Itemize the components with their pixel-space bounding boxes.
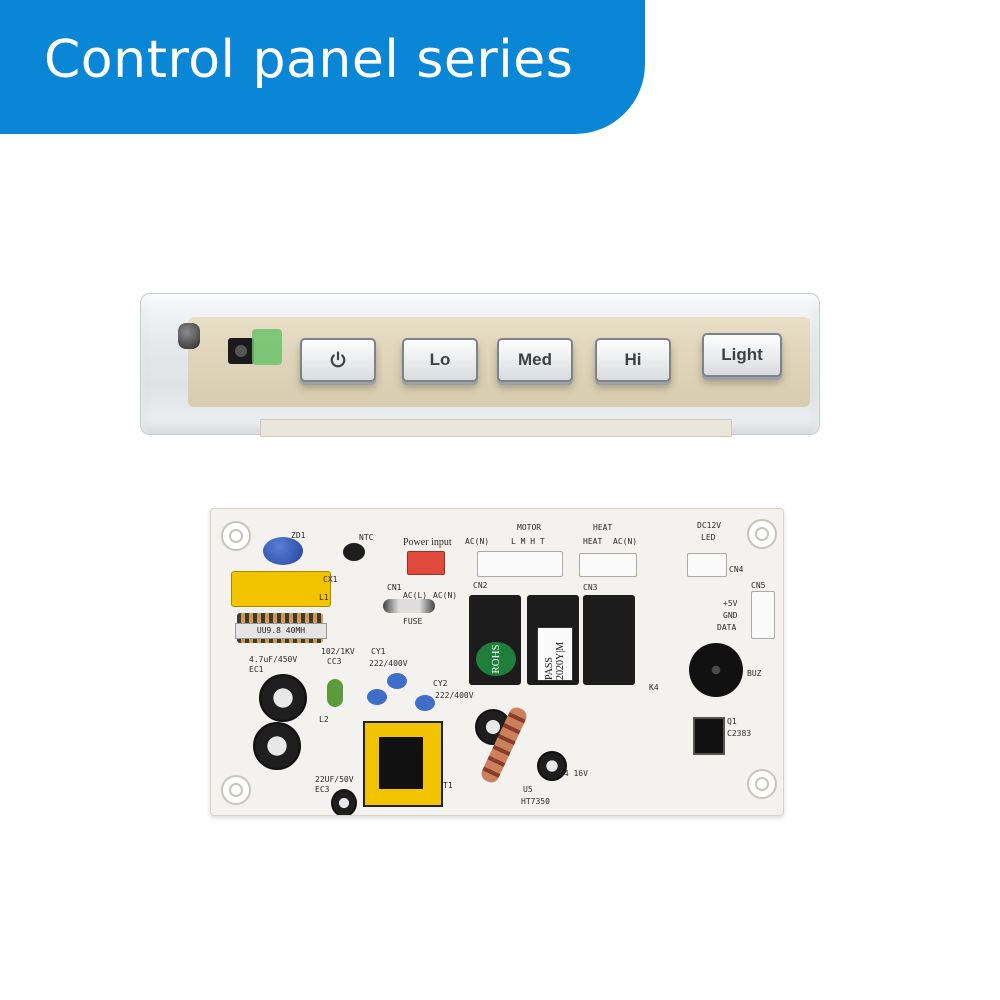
- silk-label: K4: [649, 683, 659, 692]
- silk-label: CN2: [473, 581, 488, 590]
- power-connector: [407, 551, 445, 575]
- ceramic-capacitor: [415, 695, 435, 711]
- control-panel: Lo Med Hi Light: [140, 293, 820, 441]
- electrolytic-capacitor: [253, 722, 301, 770]
- x-capacitor: [231, 571, 331, 607]
- mount-hole: [221, 521, 251, 551]
- silk-label: CX1: [323, 575, 338, 584]
- silk-label: BUZ: [747, 669, 762, 678]
- silk-label: L2: [319, 715, 329, 724]
- power-key: [300, 338, 376, 382]
- silk-label: L M H T: [511, 537, 545, 546]
- electrolytic-capacitor: [537, 751, 567, 781]
- silk-label: 4.7uF/450V: [249, 655, 298, 664]
- pass-sticker: PASS 2020Y|M: [537, 627, 573, 681]
- mount-hole: [747, 519, 777, 549]
- silk-label: CN4: [729, 565, 744, 574]
- hi-key: Hi: [595, 338, 671, 382]
- mount-hole: [747, 769, 777, 799]
- silk-label: CY1: [371, 647, 386, 656]
- silk-label: 222/400V: [435, 691, 474, 700]
- ceramic-capacitor: [387, 673, 407, 689]
- med-key: Med: [497, 338, 573, 382]
- light-key: Light: [702, 333, 782, 377]
- silk-label: DATA: [717, 623, 737, 632]
- silk-label: CY2: [433, 679, 448, 688]
- silk-label: 22UF/50V: [315, 775, 354, 784]
- ir-receiver: [228, 338, 254, 364]
- silk-label: CN3: [583, 583, 598, 592]
- silk-label: EC1: [249, 665, 264, 674]
- electrolytic-capacitor: [259, 674, 307, 722]
- silk-label: +5V: [723, 599, 738, 608]
- silk-label: MOTOR: [517, 523, 542, 532]
- silk-label: CC3: [327, 657, 342, 666]
- data-connector: [751, 591, 775, 639]
- silk-label: 222/400V: [369, 659, 408, 668]
- silk-label: CN1: [387, 583, 402, 592]
- silk-label: HEAT: [583, 537, 603, 546]
- transistor: [693, 717, 725, 755]
- silk-label: HT7350: [521, 797, 550, 806]
- banner-title: Control panel series: [44, 30, 574, 90]
- silk-label: CN5: [751, 581, 766, 590]
- silk-label: HEAT: [593, 523, 613, 532]
- silk-label: ZD1: [291, 531, 306, 540]
- silk-label: AC(N): [465, 537, 490, 546]
- main-circuit-board: UU9.8 40MH ROHS PASS 2020Y|M ZD1 NTC Pow…: [210, 508, 784, 816]
- buzzer: [689, 643, 743, 697]
- silk-label: C2383: [727, 729, 752, 738]
- silk-label: AC(N): [613, 537, 638, 546]
- lo-key: Lo: [402, 338, 478, 382]
- led-connector: [687, 553, 727, 577]
- varistor: [263, 537, 303, 565]
- mount-hole: [221, 775, 251, 805]
- silk-label: L1: [319, 593, 329, 602]
- electrolytic-capacitor: [331, 789, 357, 815]
- title-banner: Control panel series: [0, 0, 645, 134]
- silk-label: Q1: [727, 717, 737, 726]
- silk-label: C4 16V: [559, 769, 588, 778]
- ntc-thermistor: [343, 543, 365, 561]
- power-icon: [330, 351, 346, 368]
- silk-label: U5: [523, 785, 533, 794]
- indicator-led: [252, 329, 282, 365]
- panel-capacitor: [178, 323, 200, 349]
- transformer: [363, 721, 443, 807]
- ceramic-capacitor: [367, 689, 387, 705]
- silk-label: LED: [701, 533, 716, 542]
- silk-label: 102/1KV: [321, 647, 355, 656]
- silk-label: NTC: [359, 533, 374, 542]
- silk-label: EC3: [315, 785, 330, 794]
- silk-label: DC12V: [697, 521, 722, 530]
- rohs-sticker: ROHS: [476, 642, 516, 676]
- resistor: [327, 679, 343, 707]
- motor-connector: [477, 551, 563, 577]
- heat-connector: [579, 553, 637, 577]
- relay: [583, 595, 635, 685]
- silk-label: GND: [723, 611, 738, 620]
- inductor-label: UU9.8 40MH: [235, 623, 327, 639]
- silk-label: Power input: [403, 537, 452, 548]
- silk-label: FUSE: [403, 617, 423, 626]
- panel-label-strip: [260, 419, 732, 437]
- silk-label: AC(L): [403, 591, 428, 600]
- silk-label: T1: [443, 781, 453, 790]
- silk-label: AC(N): [433, 591, 458, 600]
- fuse: [383, 599, 435, 613]
